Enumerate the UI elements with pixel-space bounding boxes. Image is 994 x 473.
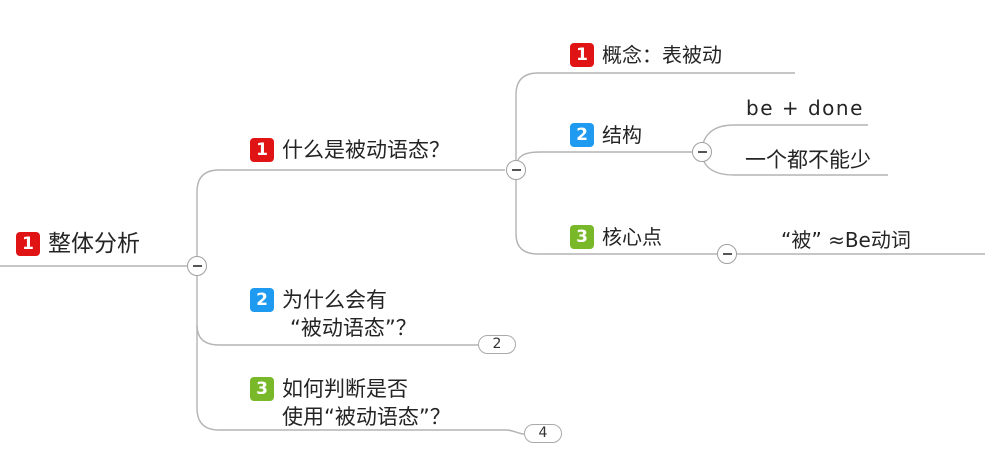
connector-root-to-what-is xyxy=(196,169,505,266)
topic-be-done[interactable]: be + done xyxy=(746,96,864,120)
collapse-toggle-structure-icon[interactable] xyxy=(692,142,712,162)
topic-none-missing-label: 一个都不能少 xyxy=(745,148,871,172)
priority-1-badge-icon[interactable]: 1 xyxy=(16,232,40,256)
topic-why[interactable]: 2 为什么会有 “被动语态”？ xyxy=(250,288,417,340)
priority-1-badge-icon[interactable]: 1 xyxy=(250,138,274,162)
topic-be-done-label: be + done xyxy=(746,96,864,120)
priority-3-badge-icon[interactable]: 3 xyxy=(570,225,594,249)
topic-bei-approx[interactable]: “被” ≈Be动词 xyxy=(781,228,911,252)
topic-core-point-label: 核心点 xyxy=(602,225,662,249)
topic-root-label: 整体分析 xyxy=(48,231,140,257)
topic-concept[interactable]: 1 概念：表被动 xyxy=(570,43,722,67)
topic-why-line1: 为什么会有 xyxy=(282,288,387,312)
topic-what-is-label: 什么是被动语态？ xyxy=(282,138,450,162)
topic-core-point[interactable]: 3 核心点 xyxy=(570,225,662,249)
priority-3-badge-icon[interactable]: 3 xyxy=(250,377,274,401)
collapsed-count-how-judge[interactable]: 4 xyxy=(524,424,562,443)
priority-2-badge-icon[interactable]: 2 xyxy=(250,288,274,312)
topic-structure[interactable]: 2 结构 xyxy=(570,123,642,147)
topic-concept-label: 概念：表被动 xyxy=(602,43,722,67)
topic-how-judge[interactable]: 3 如何判断是否 使用“被动语态”？ xyxy=(250,377,451,429)
connector-whatis-to-concept xyxy=(515,72,795,170)
collapse-toggle-root-icon[interactable] xyxy=(187,256,207,276)
connector-root-to-how-judge xyxy=(196,266,525,435)
topic-none-missing[interactable]: 一个都不能少 xyxy=(745,148,871,172)
priority-2-badge-icon[interactable]: 2 xyxy=(570,123,594,147)
topic-how-judge-line1: 如何判断是否 xyxy=(282,377,408,401)
priority-1-badge-icon[interactable]: 1 xyxy=(570,43,594,67)
connector-whatis-to-core-point xyxy=(515,170,717,255)
topic-bei-approx-label: “被” ≈Be动词 xyxy=(781,228,911,252)
connector-whatis-to-structure xyxy=(515,151,692,171)
collapsed-count-why[interactable]: 2 xyxy=(478,335,516,354)
collapse-toggle-core-point-icon[interactable] xyxy=(717,244,737,264)
topic-how-judge-line2: 使用“被动语态”？ xyxy=(282,405,451,429)
topic-root[interactable]: 1 整体分析 xyxy=(16,232,140,256)
topic-what-is[interactable]: 1 什么是被动语态？ xyxy=(250,138,450,162)
topic-structure-label: 结构 xyxy=(602,123,642,147)
collapse-toggle-what-is-icon[interactable] xyxy=(506,160,526,180)
topic-why-line2: “被动语态”？ xyxy=(290,316,417,340)
